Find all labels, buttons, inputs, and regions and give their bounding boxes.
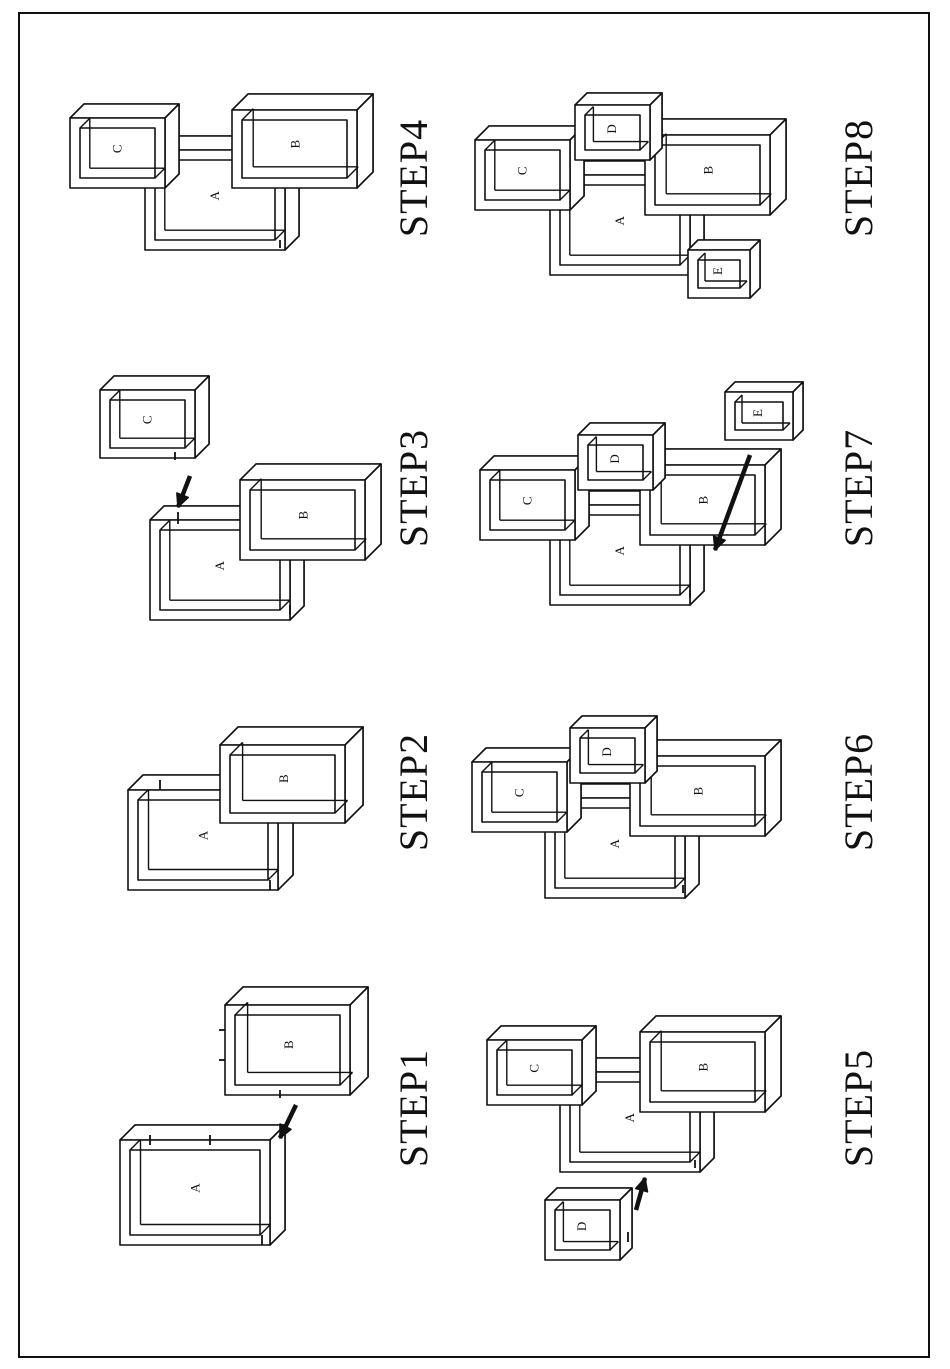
step8-panel-b-label: B xyxy=(700,166,715,175)
step8-panel-c-top-face xyxy=(475,126,584,140)
step8-panel-e-right-face xyxy=(750,240,760,298)
step5-panel-a-label: A xyxy=(622,1112,637,1122)
step8-panel-c-label: C xyxy=(515,166,530,175)
step6-panel-c-top-face xyxy=(472,748,581,762)
step2-panel-b-opening xyxy=(230,755,335,813)
step1-arrow xyxy=(280,1105,296,1138)
step1-panel-a-right-face xyxy=(270,1125,285,1245)
step6-panel-d-right-face xyxy=(645,716,657,783)
step5-panel-d: D xyxy=(545,1188,632,1260)
step7-panel-e-right-face xyxy=(793,382,803,440)
step6-panel-d-label: D xyxy=(599,747,614,756)
step8-panel-d: D xyxy=(575,93,662,160)
step7-panel-d: D xyxy=(578,423,665,490)
step5-panel-c-right-face xyxy=(582,1026,596,1105)
step5-panel-d-top-face xyxy=(545,1188,632,1200)
step1-panel-b: B xyxy=(219,987,368,1098)
step5-arrow-head xyxy=(636,1178,648,1192)
step3-panel-c-right-face xyxy=(195,376,209,458)
step2-panel-b: B xyxy=(220,727,363,823)
step4-panel-b: B xyxy=(232,94,373,188)
step1-panel-a: A xyxy=(120,1125,285,1245)
step8-panel-b: B xyxy=(645,119,786,215)
step1-panel-b-right-face xyxy=(350,987,368,1095)
step4-panel-c-top-face xyxy=(70,104,179,118)
step1-panel-b-opening xyxy=(235,1015,340,1085)
step7-panel-c-top-face xyxy=(480,456,589,470)
step1-panel-b-label: B xyxy=(281,1040,296,1049)
step4-panel-a-label: A xyxy=(207,190,222,200)
step7-panel-d-label: D xyxy=(607,454,622,463)
step4-panel-c-label: C xyxy=(110,144,125,153)
step7-panel-d-right-face xyxy=(653,423,665,490)
step7-panel-b-label: B xyxy=(695,496,710,505)
step2-panel-b-label: B xyxy=(276,774,291,783)
step5-panel-d-label: D xyxy=(574,1222,589,1231)
step2-panel-b-right-face xyxy=(345,727,363,823)
step6-panel-c-label: C xyxy=(512,788,527,797)
step7-panel-e-top-face xyxy=(725,382,803,392)
step8-panel-e-top-face xyxy=(688,240,760,250)
step8-panel-c: C xyxy=(475,126,584,210)
step4-panel-b-right-face xyxy=(357,94,373,188)
step8-panel-b-top-face xyxy=(645,119,786,135)
step8-panel-d-right-face xyxy=(650,93,662,160)
step6-panel-d-top-face xyxy=(570,716,657,728)
step7-panel-e: E xyxy=(725,382,803,440)
step8-panel-d-top-face xyxy=(575,93,662,105)
step8-panel-e-label: E xyxy=(710,267,725,275)
step3-panel-b-top-face xyxy=(240,464,381,480)
step5-arrow xyxy=(636,1178,648,1210)
step4-panel-c: C xyxy=(70,104,179,188)
step7-panel-d-top-face xyxy=(578,423,665,435)
step2-panel-a-label: A xyxy=(196,830,211,840)
step8-panel-d-label: D xyxy=(604,124,619,133)
step1-panel-b-top-face xyxy=(225,987,368,1005)
step3-panel-c: C xyxy=(100,376,209,460)
step8-panel-b-right-face xyxy=(770,119,786,215)
step7-panel-e-label: E xyxy=(750,409,765,417)
step7-panel-a-label: A xyxy=(612,545,627,555)
step4-panel-c-right-face xyxy=(165,104,179,188)
step6-panel-c: C xyxy=(472,748,581,832)
step4-panel-b-top-face xyxy=(232,94,373,110)
step2-panel-b-top-face xyxy=(220,727,363,745)
step7-panel-c-label: C xyxy=(520,496,535,505)
step5-panel-b-label: B xyxy=(695,1063,710,1072)
step3-panel-c-top-face xyxy=(100,376,209,390)
step6-panel-d: D xyxy=(570,716,657,783)
step5-panel-b: B xyxy=(640,1016,781,1112)
step1-panel-a-label: A xyxy=(188,1183,203,1193)
step7-panel-c: C xyxy=(480,456,589,540)
step8-panel-e: E xyxy=(688,240,760,298)
step3-panel-c-label: C xyxy=(140,415,155,424)
step5-panel-c-label: C xyxy=(527,1064,542,1073)
step5-panel-c: C xyxy=(487,1026,596,1105)
step3-arrow xyxy=(177,476,190,507)
step3-panel-a-label: A xyxy=(212,560,227,570)
step3-panel-b-label: B xyxy=(295,511,310,520)
step5-panel-b-right-face xyxy=(765,1016,781,1112)
step6-panel-b-right-face xyxy=(765,740,781,836)
step5-panel-d-right-face xyxy=(620,1188,632,1260)
step1-panel-a-top-face xyxy=(120,1125,285,1140)
step3-panel-b-right-face xyxy=(365,464,381,560)
step8-panel-a-label: A xyxy=(612,215,627,225)
step6-panel-b-label: B xyxy=(690,787,705,796)
step5-panel-c-top-face xyxy=(487,1026,596,1040)
step6-panel-a-label: A xyxy=(607,838,622,848)
step5-panel-b-top-face xyxy=(640,1016,781,1032)
step3-arrow-head xyxy=(177,493,188,507)
step3-panel-b: B xyxy=(240,464,381,560)
step7-panel-b-right-face xyxy=(765,449,781,545)
step4-panel-b-label: B xyxy=(287,140,302,149)
